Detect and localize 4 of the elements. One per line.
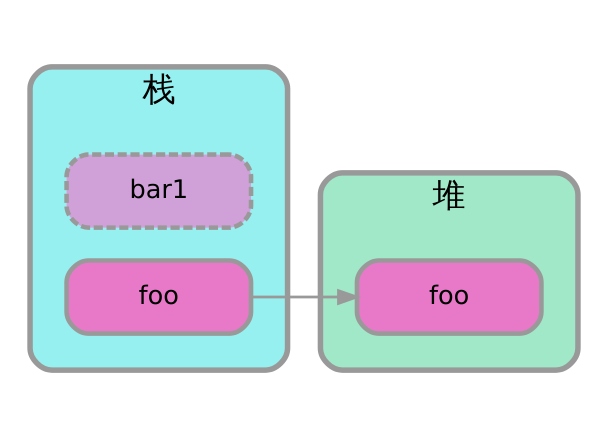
node-box: foo [354,258,544,336]
node-box: foo [64,258,254,336]
node-box: bar1 [64,152,254,230]
arrow [251,288,361,305]
